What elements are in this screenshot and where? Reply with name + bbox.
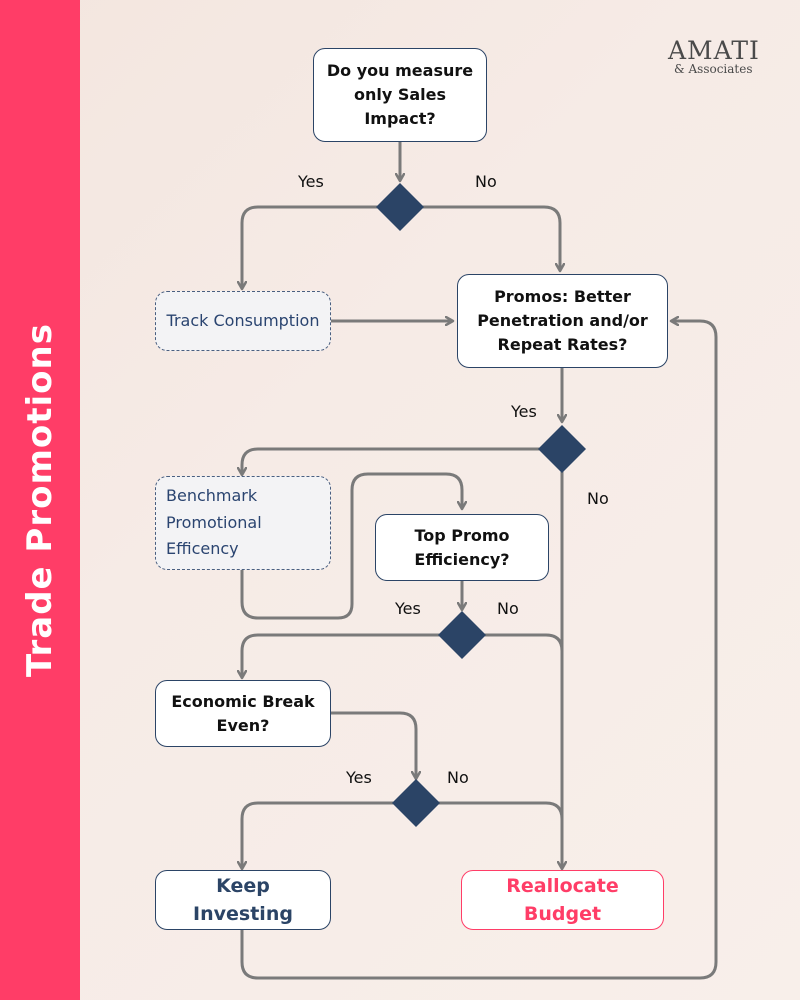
label-no-2: No bbox=[587, 489, 609, 508]
node-keep-investing: Keep Investing bbox=[155, 870, 331, 930]
sidebar: Trade Promotions bbox=[0, 0, 80, 1000]
node-promos-penetration: Promos: Better Penetration and/or Repeat… bbox=[457, 274, 668, 368]
connector-benchmark-top bbox=[240, 472, 462, 620]
decision-diamond-3 bbox=[438, 611, 486, 659]
brand-name: AMATI bbox=[668, 36, 760, 65]
connector-d4-yes bbox=[242, 801, 396, 868]
node-benchmark-efficiency: Benchmark Promotional Efficency bbox=[155, 476, 331, 570]
label-no-1: No bbox=[475, 172, 497, 191]
decision-diamond-4 bbox=[392, 779, 440, 827]
label-yes-4: Yes bbox=[346, 768, 372, 787]
connector-d3-no bbox=[482, 633, 564, 653]
connector-loop bbox=[240, 321, 718, 980]
decision-diamond-1 bbox=[376, 183, 424, 231]
connector-d1-no bbox=[420, 205, 560, 270]
node-track-consumption: Track Consumption bbox=[155, 291, 331, 351]
node-top-promo-efficiency: Top Promo Efficiency? bbox=[375, 514, 549, 581]
label-yes-1: Yes bbox=[298, 172, 324, 191]
label-yes-2: Yes bbox=[511, 402, 537, 421]
connector-d1-yes bbox=[242, 205, 380, 288]
connector-econ-d4 bbox=[328, 711, 416, 778]
connector-d2-yes bbox=[242, 447, 542, 474]
brand-logo: AMATI & Associates bbox=[668, 38, 760, 75]
label-yes-3: Yes bbox=[395, 599, 421, 618]
node-reallocate-budget: Reallocate Budget bbox=[461, 870, 664, 930]
brand-subtitle: & Associates bbox=[674, 62, 753, 76]
label-no-3: No bbox=[497, 599, 519, 618]
node-economic-break-even: Economic Break Even? bbox=[155, 680, 331, 747]
label-no-4: No bbox=[447, 768, 469, 787]
connector-d4-no bbox=[436, 801, 564, 821]
node-measure-sales-impact: Do you measure only Sales Impact? bbox=[313, 48, 487, 142]
connector-d3-yes bbox=[242, 633, 442, 677]
decision-diamond-2 bbox=[538, 425, 586, 473]
